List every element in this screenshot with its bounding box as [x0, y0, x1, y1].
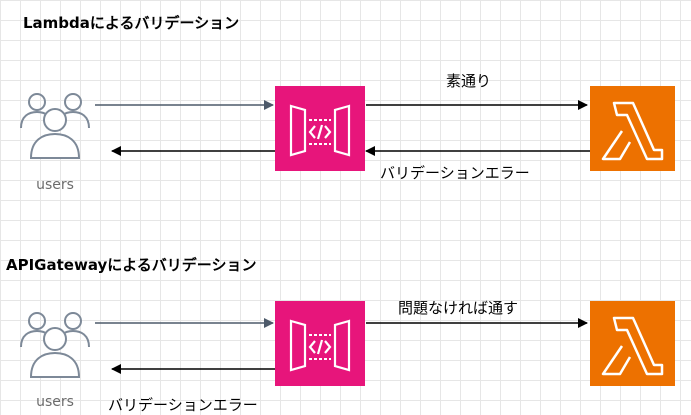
forward-label: 問題なければ通す	[398, 299, 519, 317]
return-label: バリデーションエラー	[108, 396, 258, 414]
return-label: バリデーションエラー	[380, 164, 530, 182]
users-icon	[20, 312, 90, 378]
lambda-icon	[588, 299, 677, 388]
users-icon	[20, 93, 90, 159]
api-gateway-icon	[273, 299, 367, 388]
lambda-icon	[588, 84, 677, 173]
section-title: Lambdaによるバリデーション	[23, 14, 240, 32]
forward-label: 素通り	[446, 72, 492, 90]
section-title: APIGatewayによるバリデーション	[6, 256, 257, 274]
users-label: users	[36, 394, 74, 410]
api-gateway-icon	[273, 84, 367, 173]
users-label: users	[36, 177, 74, 193]
